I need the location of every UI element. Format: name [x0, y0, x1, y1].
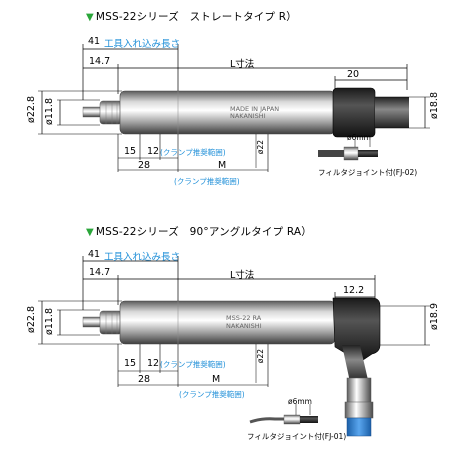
triangle-down-icon: ▼ — [86, 12, 94, 23]
r-joint-label: フィルタジョイント付(FJ-02) — [318, 168, 418, 177]
triangle-down-icon: ▼ — [86, 227, 94, 238]
ra-dim-dia-22-8: ø22.8 — [26, 306, 37, 333]
r-dim-41: 41 — [88, 36, 101, 47]
section-r-title: ▼MSS-22シリーズ ストレートタイプ R） — [86, 11, 297, 23]
ra-dim-M: M — [212, 374, 221, 385]
r-dim-15: 15 — [124, 146, 137, 157]
r-dim-dia-22-8: ø22.8 — [26, 96, 37, 123]
ra-tool-insert-note: 工具入れ込み長さ — [104, 252, 181, 263]
ra-dim-15: 15 — [124, 358, 137, 369]
r-dim-12: 12 — [147, 146, 160, 157]
ra-dim-14-7: 14.7 — [89, 267, 111, 278]
ra-dim-dia-22-small: ø22 — [256, 349, 265, 364]
r-tool-insert-note: 工具入れ込み長さ — [104, 39, 181, 50]
ra-dim-28: 28 — [138, 374, 151, 385]
ra-clamp-note: (クランプ推奨範囲) — [160, 360, 226, 369]
r-dim-dia-22-small: ø22 — [256, 140, 265, 155]
ra-dim-12: 12 — [147, 358, 160, 369]
r-dim-L: L寸法 — [230, 59, 255, 70]
r-dim-6mm: ø6mm — [347, 133, 371, 142]
ra-clamp-range-note: (クランプ推奨範囲) — [179, 390, 245, 399]
ra-joint-label: フィルタジョイント付(FJ-01) — [247, 432, 347, 441]
r-dim-dia-11-8: ø11.8 — [44, 98, 55, 125]
r-dim-28: 28 — [138, 160, 151, 171]
r-clamp-range-note: (クランプ推奨範囲) — [174, 177, 240, 186]
r-dim-20: 20 — [347, 69, 360, 80]
ra-dim-dia-18-9: ø18.9 — [429, 303, 440, 330]
r-body-text-1: MADE IN JAPAN — [230, 105, 280, 113]
ra-dim-41: 41 — [88, 249, 101, 260]
r-dim-14-7: 14.7 — [89, 56, 111, 67]
ra-body-text-2: NAKANISHI — [226, 322, 262, 330]
r-clamp-note: (クランプ推奨範囲) — [160, 148, 226, 157]
ra-dim-6mm: ø6mm — [288, 397, 312, 406]
ra-dim-dia-11-8: ø11.8 — [44, 308, 55, 335]
r-dim-dia-18-8: ø18.8 — [429, 92, 440, 119]
section-r-drawing — [38, 44, 430, 172]
section-ra-drawing — [38, 256, 430, 437]
ra-body-text-1: MSS-22 RA — [226, 314, 262, 322]
ra-dim-12-2: 12.2 — [343, 285, 365, 296]
ra-dim-L: L寸法 — [230, 270, 255, 281]
section-ra-title: ▼MSS-22シリーズ 90°アングルタイプ RA） — [86, 226, 312, 238]
r-body-text-2: NAKANISHI — [230, 112, 266, 120]
r-dim-M: M — [218, 160, 227, 171]
